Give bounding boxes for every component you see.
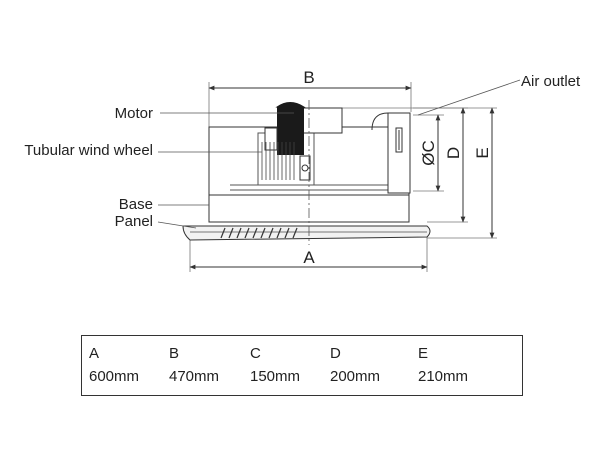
dimension-table-value-e: 210mm [418,368,469,385]
wind-wheel-blades [261,142,295,180]
dimension-d-label: D [444,147,463,159]
dimension-table-value-c: 150mm [250,368,301,385]
motor [264,102,306,155]
outlet-elbow [371,112,389,131]
dimension-c-label: ØC [419,140,438,166]
panel-outline [182,225,431,241]
base-label: Base [119,196,153,213]
panel [182,225,431,241]
dimension-lines [189,85,495,270]
outlet-spigot [387,112,411,194]
leader-lines [157,79,521,229]
dimension-table-letter-a: A [89,345,100,362]
panel-label: Panel [115,213,153,230]
dimension-table-letter-d: D [330,345,341,362]
fan-cross-section-diagram: Air outlet Motor Tubular wind wheel Base… [24,68,581,272]
dimension-table-value-a: 600mm [89,368,140,385]
dimension-table-value-d: 200mm [330,368,381,385]
panel-grille [220,227,298,239]
air-outlet-label: Air outlet [521,73,581,90]
motor-cap [275,102,306,108]
dimension-table-letter-c: C [250,345,261,362]
dimension-table-letter-e: E [418,345,429,362]
motor-label: Motor [115,105,153,122]
dimension-b-label: B [303,68,314,87]
wind-wheel-label: Tubular wind wheel [24,142,153,159]
dimension-table-value-b: 470mm [169,368,220,385]
wind-wheel-hub [299,155,311,181]
dimension-table: A 600mm B 470mm C 150mm D 200mm E 210mm [81,335,523,396]
dimension-e-label: E [473,147,492,158]
dimension-a-label: A [303,248,315,267]
dimension-table-letter-b: B [169,345,180,362]
motor-mount [299,107,343,134]
motor-core [277,107,304,155]
